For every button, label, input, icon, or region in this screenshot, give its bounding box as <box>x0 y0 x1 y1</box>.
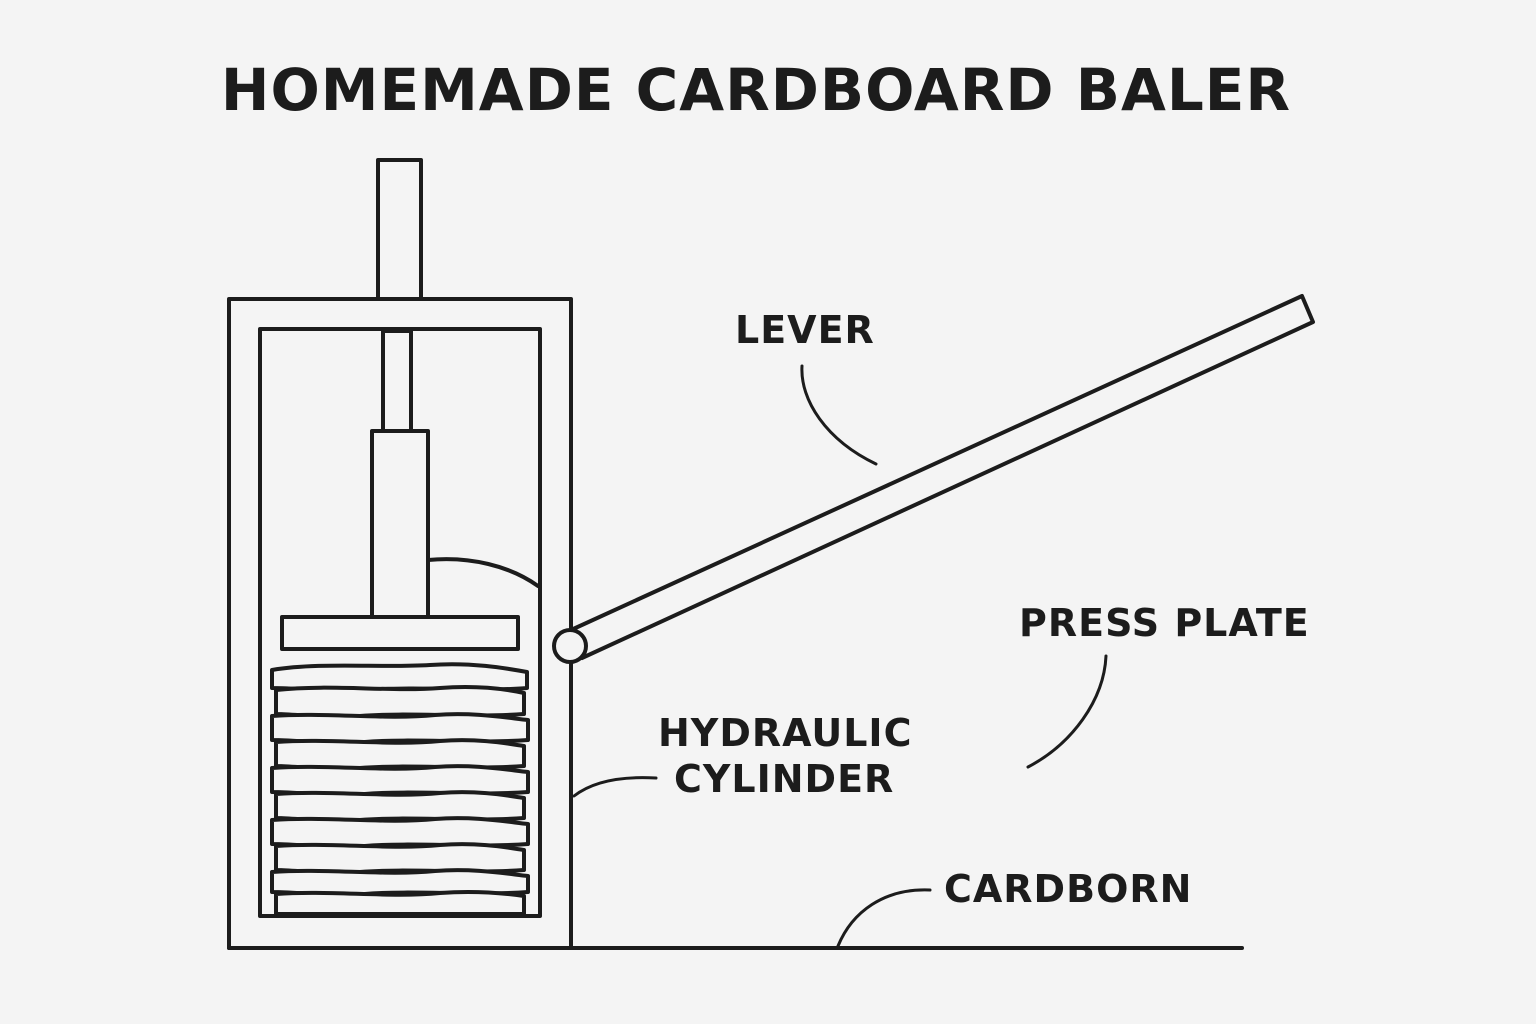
label-hydraulic-line1: HYDRAULIC <box>658 711 912 755</box>
top-rod <box>376 158 423 301</box>
label-press-plate: PRESS PLATE <box>1019 601 1310 645</box>
leader-cardboard <box>836 888 932 948</box>
cardboard-sheet <box>274 790 526 823</box>
cardboard-sheet <box>270 712 530 745</box>
cardboard-sheet <box>270 816 530 849</box>
label-lever: LEVER <box>735 308 875 352</box>
leader-press-plate <box>1026 654 1108 769</box>
cardboard-sheet <box>274 842 526 875</box>
diagram-title: HOMEMADE CARDBOARD BALER <box>221 56 1291 124</box>
lever-pivot <box>552 628 588 664</box>
cardboard-sheet <box>270 764 530 797</box>
cardboard-stack <box>270 662 530 916</box>
cardboard-sheet <box>274 738 526 771</box>
label-cardboard: CARDBORN <box>944 867 1192 911</box>
cardboard-sheet <box>274 685 526 719</box>
leader-hydraulic <box>572 776 658 798</box>
hydraulic-hose <box>426 557 540 588</box>
leader-lever <box>800 364 878 466</box>
piston-rod <box>381 329 413 433</box>
press-plate <box>280 615 520 651</box>
hydraulic-cylinder-body <box>370 429 430 619</box>
label-hydraulic-line2: CYLINDER <box>674 757 894 801</box>
cardboard-sheet <box>274 889 526 916</box>
